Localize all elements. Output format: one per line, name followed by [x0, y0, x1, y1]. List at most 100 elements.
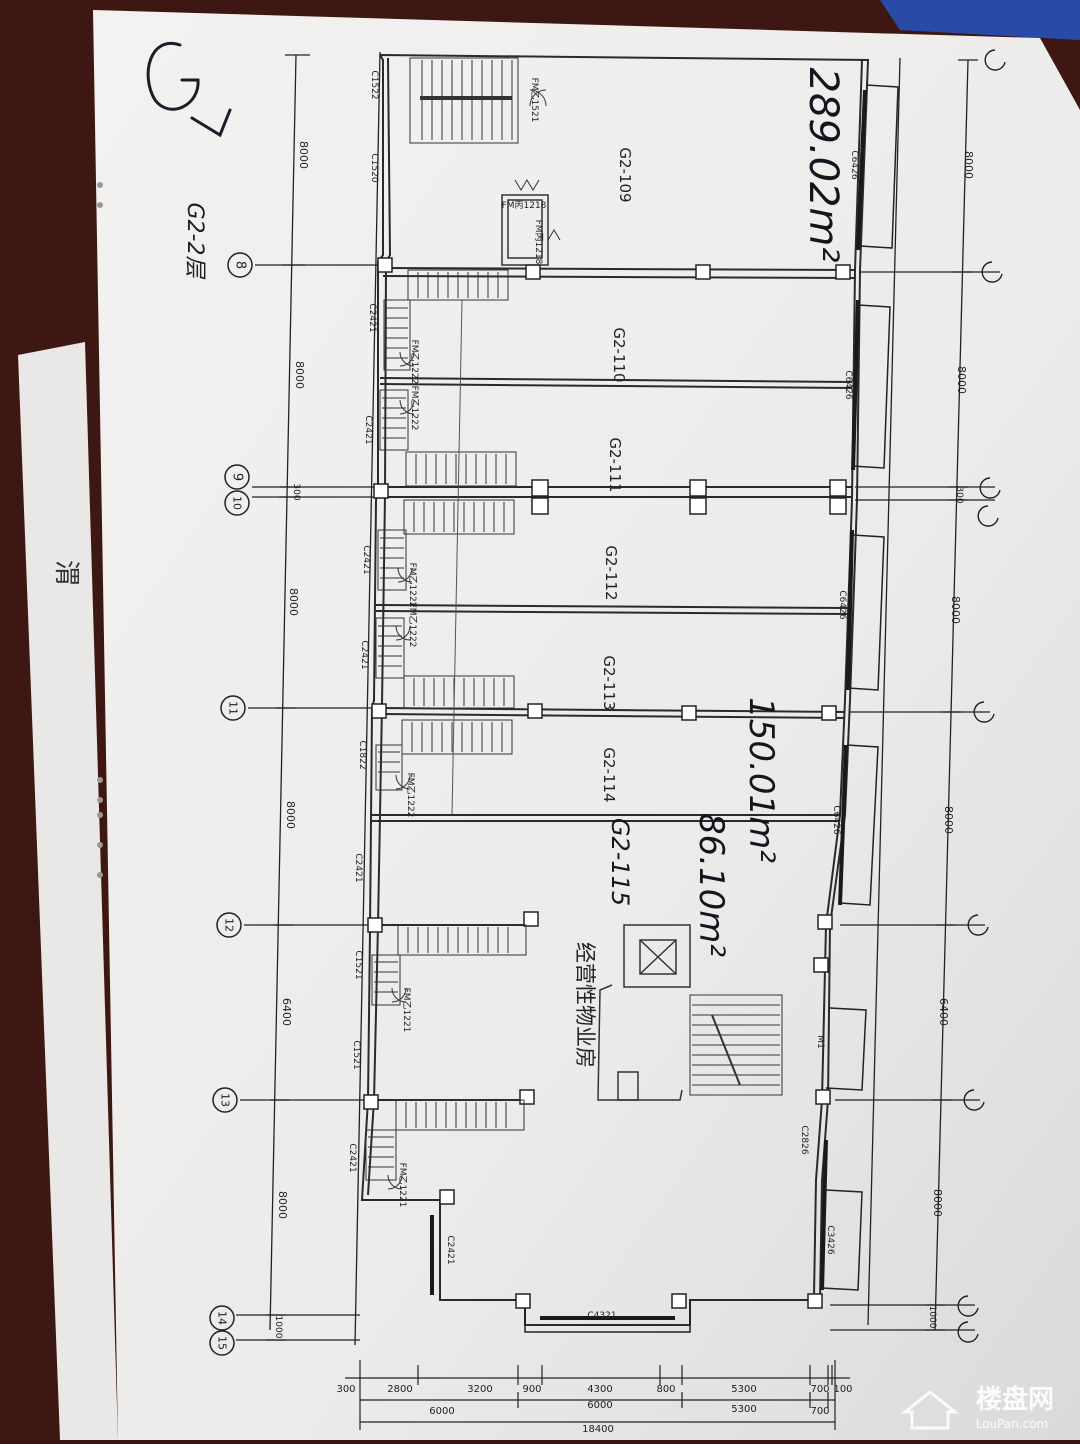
- dim-left-7: 8000: [276, 1191, 289, 1219]
- tag-c2421e: C2421: [353, 853, 363, 882]
- axis-bubble-8: [227, 252, 253, 278]
- area-mid-b-handwriting: 86.10m²: [691, 813, 731, 957]
- underneath-handwriting: 渭: [51, 560, 81, 586]
- axis-bubble-11: [220, 695, 246, 721]
- axis-label-9: 9: [230, 473, 245, 481]
- tag-c1520: C1520: [369, 153, 379, 182]
- exterior-thick-walls: [430, 89, 867, 1320]
- unit-g2-111: G2-111: [606, 437, 624, 492]
- paper-underneath: [18, 342, 118, 1440]
- blue-object: [880, 0, 1080, 40]
- tag-c2421b: C2421: [363, 415, 373, 444]
- tag-fm1222e: FM乙1222: [405, 773, 416, 818]
- area-top-handwriting: 289.02m²: [800, 68, 846, 263]
- axis-bubble-9: [224, 464, 250, 490]
- watermark-url: LouPan.com: [976, 1417, 1049, 1431]
- tag-c2421c: C2421: [361, 545, 371, 574]
- axis-bubble-15: [209, 1330, 235, 1356]
- axis-bubbles: [209, 252, 253, 1356]
- paper-sheet: [93, 10, 1080, 1440]
- dim-bottom-10: 6000: [429, 1406, 454, 1417]
- axis-label-10: 10: [231, 496, 244, 510]
- tag-c2421d: C2421: [359, 640, 369, 669]
- structural-columns: [363, 257, 851, 1309]
- area-mid-a-handwriting: 150.01m²: [741, 697, 781, 863]
- dim-bottom-6: 800: [656, 1384, 675, 1395]
- dim-left-1: 8000: [297, 141, 310, 169]
- dim-left-4: 8000: [287, 588, 300, 616]
- tag-c3426: C3426: [825, 1225, 835, 1254]
- tag-fm1222c: FM乙1222: [407, 563, 418, 608]
- tag-fm1222d: FM乙1222: [407, 603, 418, 648]
- axis-bubble-14: [209, 1305, 235, 1331]
- dim-right-7: 8000: [931, 1189, 944, 1217]
- tag-c2421f: C2421: [347, 1143, 357, 1172]
- dim-left-8: 1000: [273, 1316, 283, 1339]
- tag-fm1521: FM乙1521: [529, 78, 540, 123]
- unit-g2-110: G2-110: [610, 327, 628, 382]
- unit-g2-112: G2-112: [602, 545, 620, 600]
- axis-label-11: 11: [227, 701, 240, 715]
- axis-bubble-13: [212, 1087, 238, 1113]
- dim-left-5: 8000: [284, 801, 297, 829]
- dim-bottom-1: 300: [336, 1384, 355, 1395]
- unit-g2-113: G2-113: [600, 655, 618, 710]
- unit-g2-114: G2-114: [600, 747, 618, 802]
- unit-g2-109: G2-109: [616, 147, 634, 202]
- tag-c6426c: C6426: [837, 590, 847, 619]
- dim-right-4: 8000: [949, 596, 962, 624]
- tag-c6426b: C6426: [843, 370, 853, 399]
- tag-fm1218b: FM丙1218: [533, 220, 544, 265]
- tag-c1522: C1522: [369, 70, 379, 99]
- tag-fm1221a: FM乙1221: [401, 988, 412, 1033]
- tag-fm1218a: FM丙1218: [502, 200, 547, 211]
- dim-left-3: 300: [291, 483, 301, 500]
- dim-right-2: 8000: [955, 366, 968, 394]
- punch-holes: [97, 182, 103, 878]
- service-core: [501, 194, 691, 1101]
- dim-right-8: 1000: [927, 1306, 937, 1329]
- tag-c2421a: C2421: [367, 303, 377, 332]
- axis-bubble-10: [224, 490, 250, 516]
- tag-fm1221b: FM乙1221: [397, 1163, 408, 1208]
- dim-bottom-9: 100: [833, 1384, 852, 1395]
- handwriting-g2-mark: [146, 41, 232, 138]
- dim-bottom-8: 700: [810, 1384, 829, 1395]
- guide-line: [451, 299, 463, 816]
- tag-c2421g: C2421: [445, 1235, 455, 1264]
- tag-fm1222a: FM乙1222: [409, 340, 420, 385]
- dim-left-2: 8000: [293, 361, 306, 389]
- tag-c1822: C1822: [357, 740, 367, 769]
- bottom-dimension-lines: [345, 1360, 850, 1430]
- dim-bottom-2: 2800: [387, 1384, 412, 1395]
- dim-left-6: 6400: [280, 998, 293, 1026]
- right-dimension-lines: [830, 57, 1000, 1331]
- property-room-label: 经营性物业房: [573, 942, 597, 1068]
- dim-right-3: 300: [954, 486, 964, 503]
- dim-bottom-4: 900: [522, 1384, 541, 1395]
- axis-label-8: 8: [233, 261, 248, 269]
- axis-label-14: 14: [216, 1311, 229, 1325]
- tag-c4321: C4321: [587, 1311, 616, 1321]
- unit-115-handwriting: G2-115: [606, 818, 634, 906]
- dim-right-5: 8000: [942, 806, 955, 834]
- watermark-logo: 楼盘网 LouPan.com: [900, 1384, 1054, 1431]
- axis-label-15: 15: [216, 1336, 229, 1350]
- dim-bottom-5: 4300: [587, 1384, 612, 1395]
- door-swings: [387, 89, 561, 1190]
- tag-c6426a: C6426: [849, 150, 859, 179]
- watermark-brand: 楼盘网: [976, 1384, 1054, 1415]
- tag-m1: M1: [815, 1035, 825, 1049]
- dim-right-1: 8000: [962, 151, 975, 179]
- tag-c6426d: C6426: [831, 805, 841, 834]
- axis-bubble-12: [216, 912, 242, 938]
- dim-bottom-total: 18400: [582, 1424, 614, 1435]
- dim-right-6: 6400: [937, 998, 950, 1026]
- tag-c2826: C2826: [799, 1125, 809, 1154]
- tag-c1521a: C1521: [353, 950, 363, 979]
- axis-label-13: 13: [219, 1093, 232, 1107]
- tag-fm1222b: FM乙1222: [409, 386, 420, 431]
- floor-note-handwriting: G2-2层: [182, 203, 207, 280]
